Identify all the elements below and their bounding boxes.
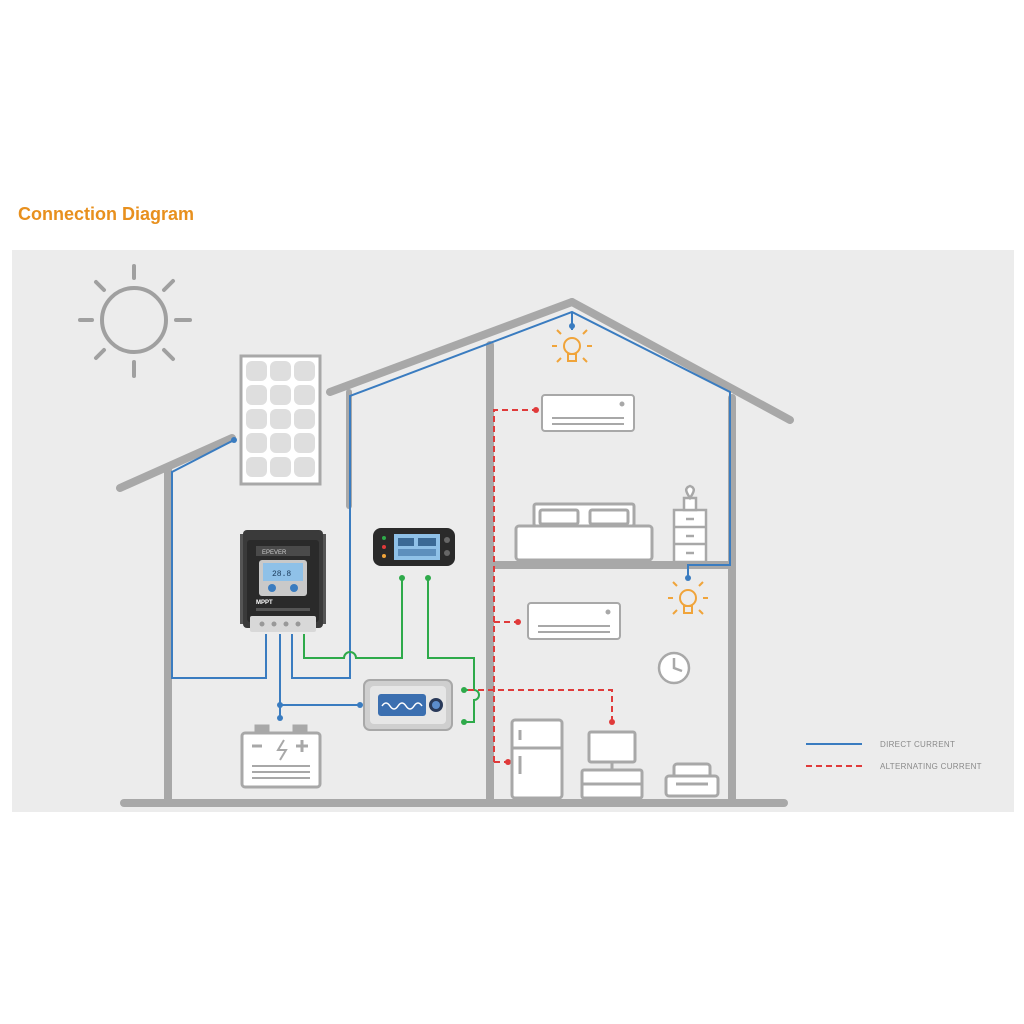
sun-icon bbox=[78, 264, 192, 378]
air-conditioner-icon bbox=[541, 394, 635, 432]
diagram-title: Connection Diagram bbox=[18, 204, 195, 224]
inverter bbox=[363, 679, 453, 731]
armchair-icon bbox=[664, 762, 720, 798]
remote-meter bbox=[373, 528, 455, 566]
bed-icon bbox=[514, 502, 654, 562]
legend-ac-label: ALTERNATING CURRENT bbox=[880, 762, 982, 771]
light-bulb-icon bbox=[668, 581, 708, 615]
air-conditioner-icon bbox=[527, 602, 621, 640]
tv-icon bbox=[580, 730, 644, 800]
diagram-background bbox=[12, 250, 1014, 812]
light-bulb-icon bbox=[552, 329, 592, 363]
controller-brand: EPEVER bbox=[262, 550, 287, 556]
legend: DIRECT CURRENT ALTERNATING CURRENT bbox=[806, 740, 982, 771]
dc-junctions bbox=[231, 323, 691, 721]
legend-dc-label: DIRECT CURRENT bbox=[880, 740, 955, 749]
mppt-charge-controller: EPEVER 28.8 MPPT bbox=[240, 530, 326, 632]
nightstand-icon bbox=[672, 484, 708, 564]
refrigerator-icon bbox=[510, 718, 564, 800]
controller-display: 28.8 bbox=[272, 570, 291, 579]
controller-model: MPPT bbox=[256, 600, 273, 606]
battery-icon bbox=[240, 724, 322, 789]
solar-panel bbox=[239, 354, 322, 486]
clock-icon bbox=[657, 651, 691, 685]
